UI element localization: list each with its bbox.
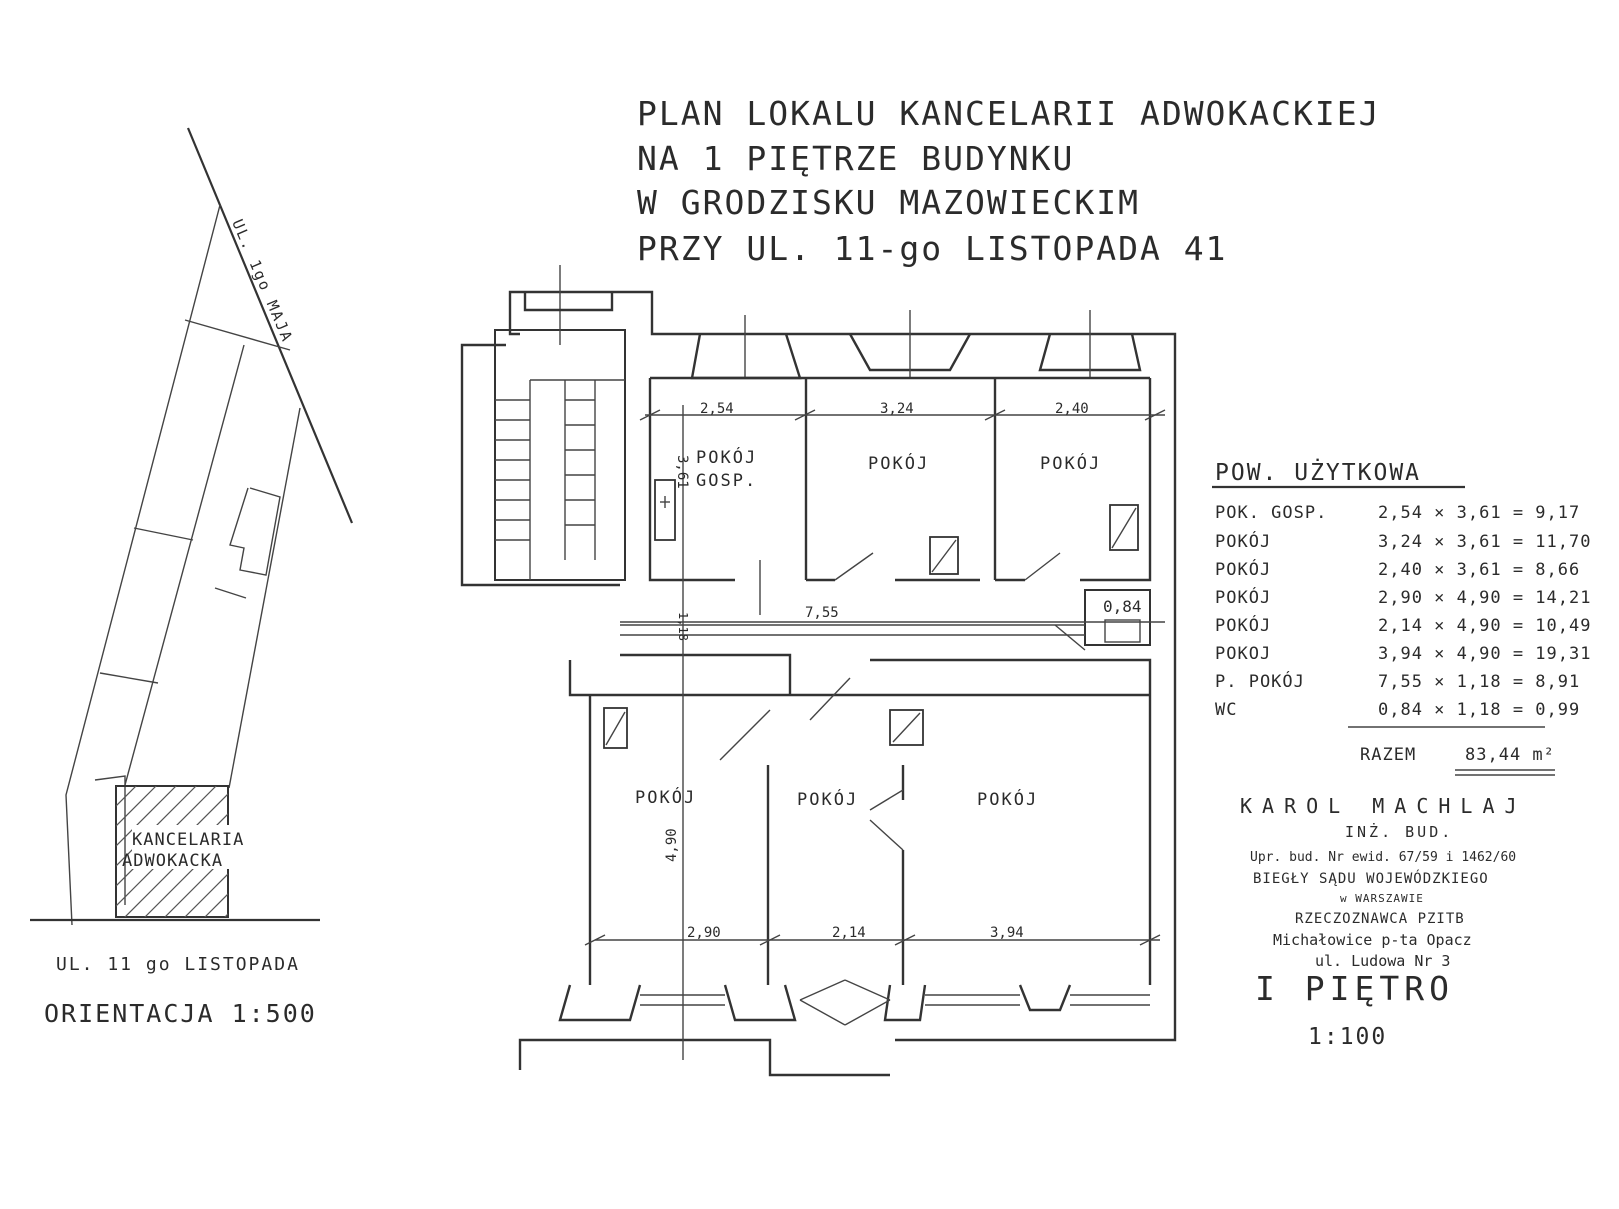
chimney-2 <box>1109 504 1139 551</box>
stamp-address-2: ul. Ludowa Nr 3 <box>1315 952 1450 970</box>
floor-plan: POKÓJ GOSP. POKÓJ POKÓJ POKÓJ POKÓJ POKÓ… <box>460 265 1177 1077</box>
interior-walls-upper <box>648 376 1152 615</box>
area-row-name: POKÓJ <box>1215 530 1271 552</box>
chimney-1 <box>929 536 959 575</box>
area-row-name: WC <box>1215 700 1237 720</box>
area-row-name: POKÓJ <box>1215 614 1271 636</box>
bottom-windows <box>558 979 1150 1026</box>
area-row-calc: 0,84 × 1,18 = 0,99 <box>1378 700 1580 720</box>
stamp-role: RZECZOZNAWCA PZITB <box>1295 911 1465 927</box>
area-row-calc: 3,94 × 4,90 = 19,31 <box>1378 644 1591 664</box>
street-1-maja-line <box>186 127 354 524</box>
room-label-240: POKÓJ <box>1040 452 1101 474</box>
outer-wall <box>508 290 1177 1042</box>
stamp-city: w WARSZAWIE <box>1340 892 1424 905</box>
area-row-calc: 2,14 × 4,90 = 10,49 <box>1378 616 1591 636</box>
dim-394: 3,94 <box>990 925 1024 941</box>
stair-outer-wall <box>460 343 620 587</box>
dim-254: 2,54 <box>700 401 734 417</box>
orientation-scale-label: ORIENTACJA 1:500 <box>44 999 317 1028</box>
building-label-2: ADWOKACKA <box>122 851 223 871</box>
room-label-290: POKÓJ <box>635 786 696 808</box>
plot-boundary-left <box>65 204 221 926</box>
dimension-lines <box>584 405 1166 1060</box>
wc <box>1054 589 1151 651</box>
title-line-1: PLAN LOKALU KANCELARII ADWOKACKIEJ <box>637 94 1381 133</box>
engineer-stamp: KAROL MACHLAJ INŻ. BUD. Upr. bud. Nr ewi… <box>1240 794 1527 970</box>
stamp-address-1: Michałowice p-ta Opacz <box>1273 931 1472 949</box>
room-label-214: POKÓJ <box>797 788 858 810</box>
dim-324: 3,24 <box>880 401 914 417</box>
plot-line-a <box>124 344 245 786</box>
area-table-header: POW. UŻYTKOWA <box>1215 458 1421 486</box>
area-row-name: POK. GOSP. <box>1215 503 1327 523</box>
dim-490: 4,90 <box>664 828 680 862</box>
area-table: POW. UŻYTKOWA POK. GOSP. 2,54 × 3,61 = 9… <box>1212 458 1591 776</box>
stamp-name: KAROL MACHLAJ <box>1240 794 1527 818</box>
dim-084: 0,84 <box>1103 597 1142 616</box>
plot-divider-1 <box>184 319 291 351</box>
area-row-name: POKÓJ <box>1215 558 1271 580</box>
dim-214: 2,14 <box>832 925 866 941</box>
title-line-2: NA 1 PIĘTRZE BUDYNKU <box>637 139 1074 178</box>
dim-755: 7,55 <box>805 605 839 621</box>
area-row-calc: 3,24 × 3,61 = 11,70 <box>1378 532 1591 552</box>
plot-left-edge <box>94 775 126 905</box>
stamp-court: BIEGŁY SĄDU WOJEWÓDZKIEGO <box>1253 869 1489 887</box>
area-row-name: POKÓJ <box>1215 586 1271 608</box>
room-label-gosp-2: GOSP. <box>696 471 757 491</box>
room-label-gosp-1: POKÓJ <box>696 446 757 468</box>
corridor <box>568 624 1152 761</box>
room-label-324: POKÓJ <box>868 452 929 474</box>
plot-line-b <box>228 407 301 789</box>
dim-290: 2,90 <box>687 925 721 941</box>
stamp-license: Upr. bud. Nr ewid. 67/59 i 1462/60 <box>1250 850 1516 865</box>
orientation-map: UL. 1go MAJA <box>30 127 354 1028</box>
area-row-calc: 7,55 × 1,18 = 8,91 <box>1378 672 1580 692</box>
area-total-value: 83,44 m² <box>1465 745 1555 765</box>
area-row-calc: 2,40 × 3,61 = 8,66 <box>1378 560 1580 580</box>
area-row-calc: 2,54 × 3,61 = 9,17 <box>1378 503 1580 523</box>
title-line-4: PRZY UL. 11-go LISTOPADA 41 <box>637 229 1227 268</box>
floor-scale: 1:100 <box>1308 1024 1387 1050</box>
room-label-394: POKÓJ <box>977 788 1038 810</box>
title-line-3: W GRODZISKU MAZOWIECKIM <box>637 183 1140 222</box>
floor-label: I PIĘTRO <box>1255 969 1454 1008</box>
plot-divider-3 <box>99 672 159 684</box>
street-11-listopada-label: UL. 11 go LISTOPADA <box>56 954 300 975</box>
office-building-hatched: KANCELARIA ADWOKACKA <box>115 785 260 918</box>
staircase <box>494 265 626 581</box>
area-row-name: POKOJ <box>1215 644 1271 664</box>
dim-240: 2,40 <box>1055 401 1089 417</box>
plan-title: PLAN LOKALU KANCELARII ADWOKACKIEJ NA 1 … <box>637 94 1381 268</box>
interior-walls-lower <box>588 695 1152 985</box>
area-total-label: RAZEM <box>1360 745 1416 765</box>
dim-361: 3,61 <box>674 455 690 489</box>
street-1-maja-label: UL. 1go MAJA <box>228 217 296 346</box>
stove <box>654 479 676 541</box>
stamp-title: INŻ. BUD. <box>1345 822 1453 841</box>
building-label-1: KANCELARIA <box>132 830 244 850</box>
plot-divider-2 <box>133 527 194 541</box>
dim-118: 1,18 <box>676 612 690 641</box>
area-row-name: P. POKÓJ <box>1215 670 1305 692</box>
plot-divider-4 <box>214 587 247 599</box>
area-row-calc: 2,90 × 4,90 = 14,21 <box>1378 588 1591 608</box>
bottom-outer-wall <box>518 1038 890 1077</box>
plot-building-outline <box>229 487 281 576</box>
